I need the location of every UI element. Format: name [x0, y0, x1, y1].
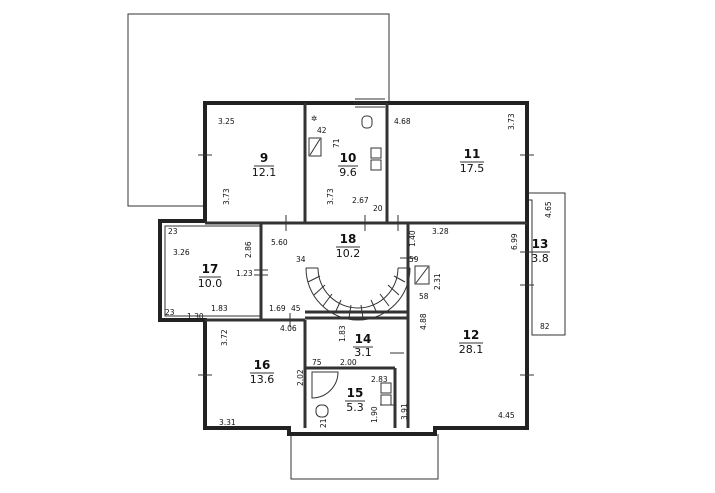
svg-text:45: 45	[291, 304, 301, 313]
svg-text:1.83: 1.83	[211, 304, 228, 313]
toilet-icon	[315, 404, 329, 418]
svg-text:34: 34	[296, 255, 306, 264]
svg-text:3.73: 3.73	[222, 188, 231, 205]
svg-text:2.00: 2.00	[340, 358, 357, 367]
room-13-label: 13 3.8	[531, 237, 550, 265]
svg-text:3.72: 3.72	[220, 329, 229, 346]
svg-text:1.40: 1.40	[408, 230, 417, 247]
svg-text:23: 23	[168, 227, 178, 236]
svg-text:11: 11	[464, 147, 481, 161]
svg-text:9.6: 9.6	[339, 166, 357, 179]
svg-text:12: 12	[463, 328, 480, 342]
svg-text:16: 16	[254, 358, 271, 372]
room-10-label: 10 9.6	[338, 151, 358, 179]
svg-text:42: 42	[317, 126, 327, 135]
svg-text:6.99: 6.99	[510, 233, 519, 250]
opening-marks	[198, 98, 534, 406]
svg-text:1.69: 1.69	[269, 304, 286, 313]
room-9-label: 9 12.1	[252, 151, 277, 179]
svg-text:17.5: 17.5	[460, 162, 485, 175]
svg-text:4.65: 4.65	[544, 201, 553, 218]
svg-text:5.3: 5.3	[346, 401, 364, 414]
dimension-labels: 3.25 3.73 42 71 3.73 2.67 20 4.68 3.73 4…	[165, 113, 553, 428]
svg-text:2.02: 2.02	[296, 369, 305, 386]
svg-text:4.06: 4.06	[280, 324, 297, 333]
toilet-icon	[361, 115, 373, 129]
svg-text:15: 15	[347, 386, 364, 400]
svg-text:3.73: 3.73	[507, 113, 516, 130]
svg-text:2.67: 2.67	[352, 196, 369, 205]
spiral-staircase	[305, 267, 411, 321]
svg-text:5.60: 5.60	[271, 238, 288, 247]
svg-text:17: 17	[202, 262, 219, 276]
room-17-label: 17 10.0	[198, 262, 223, 290]
svg-text:9: 9	[260, 151, 268, 165]
svg-text:4.68: 4.68	[394, 117, 411, 126]
svg-text:3.91: 3.91	[400, 403, 409, 420]
svg-text:28.1: 28.1	[459, 343, 484, 356]
room-11-label: 11 17.5	[460, 147, 485, 175]
svg-text:4.45: 4.45	[498, 411, 515, 420]
svg-text:71: 71	[332, 138, 341, 148]
room-16-label: 16 13.6	[250, 358, 275, 386]
svg-text:2.31: 2.31	[433, 273, 442, 290]
room-14-label: 14 3.1	[353, 332, 373, 359]
svg-text:59: 59	[409, 255, 419, 264]
svg-text:58: 58	[419, 292, 429, 301]
svg-text:3.28: 3.28	[432, 227, 449, 236]
svg-text:12.1: 12.1	[252, 166, 277, 179]
interior-walls	[205, 103, 527, 428]
svg-text:13: 13	[532, 237, 549, 251]
svg-text:3.31: 3.31	[219, 418, 236, 427]
svg-text:10.0: 10.0	[198, 277, 223, 290]
svg-text:1.83: 1.83	[338, 325, 347, 342]
svg-text:2.86: 2.86	[244, 241, 253, 258]
room-12-label: 12 28.1	[459, 328, 484, 356]
svg-text:1.90: 1.90	[370, 406, 379, 423]
svg-text:1.23: 1.23	[236, 269, 253, 278]
svg-text:2.83: 2.83	[371, 375, 388, 384]
svg-text:20: 20	[373, 204, 383, 213]
svg-text:21: 21	[319, 418, 328, 428]
svg-text:10: 10	[340, 151, 357, 165]
svg-text:10.2: 10.2	[336, 247, 361, 260]
svg-text:75: 75	[312, 358, 322, 367]
room-labels: 9 12.1 10 9.6 11 17.5 12 28.1 13 3.8 14 …	[198, 147, 550, 414]
room-18-label: 18 10.2	[336, 232, 361, 260]
svg-text:3.1: 3.1	[354, 346, 372, 359]
svg-text:23: 23	[165, 308, 175, 317]
svg-text:3.8: 3.8	[531, 252, 549, 265]
balcony-outline	[290, 434, 439, 480]
svg-text:✲: ✲	[311, 114, 317, 123]
svg-text:3.73: 3.73	[326, 188, 335, 205]
svg-text:4.88: 4.88	[419, 313, 428, 330]
exterior-wall	[158, 101, 529, 436]
room-15-label: 15 5.3	[345, 386, 365, 414]
svg-text:18: 18	[340, 232, 357, 246]
svg-text:3.25: 3.25	[218, 117, 235, 126]
svg-text:13.6: 13.6	[250, 373, 275, 386]
svg-text:1.30: 1.30	[187, 312, 204, 321]
fixtures: ✲	[308, 114, 430, 418]
svg-text:14: 14	[355, 332, 372, 346]
svg-text:3.26: 3.26	[173, 248, 190, 257]
svg-text:82: 82	[540, 322, 550, 331]
